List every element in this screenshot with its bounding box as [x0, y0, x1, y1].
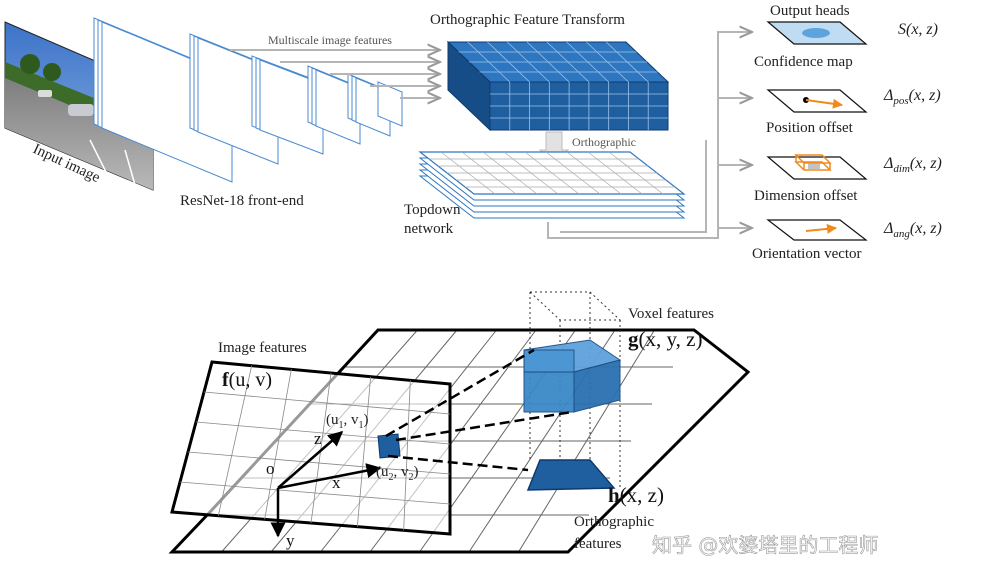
multiscale-label: Multiscale image features: [268, 33, 392, 47]
ortho-features-bottom-1: Orthographic: [574, 514, 654, 530]
head-orientation-formula: Δang(x, z): [883, 220, 942, 240]
head-position-formula: Δpos(x, z): [883, 87, 941, 107]
dimension-offset-plane: [766, 154, 868, 180]
image-features-label: Image features: [218, 340, 307, 356]
head-orientation-name: Orientation vector: [752, 246, 862, 262]
head-confidence-name: Confidence map: [754, 54, 853, 70]
g-xyz-label: g(x, y, z): [628, 327, 702, 351]
oft-title: Orthographic Feature Transform: [430, 12, 625, 28]
topdown-network-stack: [418, 151, 686, 219]
head-confidence-formula: S(x, z): [898, 21, 938, 38]
position-offset-plane: [766, 89, 868, 113]
head-position-name: Position offset: [766, 120, 854, 136]
watermark: 知乎 @欢婆塔里的工程师: [652, 533, 878, 557]
uv2-label: (u2, v2): [376, 464, 419, 483]
oft-voxel-block: [446, 40, 670, 132]
head-dimension-formula: Δdim(x, z): [883, 155, 942, 175]
topdown-label-1: Topdown: [404, 202, 461, 218]
axis-x-label: x: [332, 473, 341, 492]
topdown-label-2: network: [404, 221, 454, 237]
image-features-plane: [170, 360, 452, 536]
orthographic-cell: [526, 459, 616, 491]
ortho-features-label-1: Orthographic: [572, 135, 636, 149]
axis-y-label: y: [286, 531, 295, 550]
output-connectors: [547, 32, 752, 239]
confidence-map-plane: [766, 21, 868, 45]
origin-label: o: [266, 459, 275, 478]
f-uv-label: f(u, v): [222, 369, 272, 391]
resnet-label: ResNet-18 front-end: [180, 193, 304, 209]
h-xz-label: h(x, z): [608, 483, 664, 507]
multiscale-arrows: [230, 50, 440, 98]
ortho-features-bottom-2: features: [574, 536, 622, 552]
uv1-label: (u1, v1): [326, 412, 369, 431]
image-patch: [377, 433, 401, 459]
output-heads-label: Output heads: [770, 3, 850, 19]
voxel-cube: [523, 339, 622, 413]
resnet-feature-maps: [93, 17, 403, 183]
head-dimension-name: Dimension offset: [754, 188, 858, 204]
orientation-vector-plane: [766, 219, 868, 241]
camera-axes: [270, 431, 382, 538]
axis-z-label: z: [314, 429, 322, 448]
voxel-features-label: Voxel features: [628, 306, 714, 322]
projection-rays: [385, 348, 573, 472]
